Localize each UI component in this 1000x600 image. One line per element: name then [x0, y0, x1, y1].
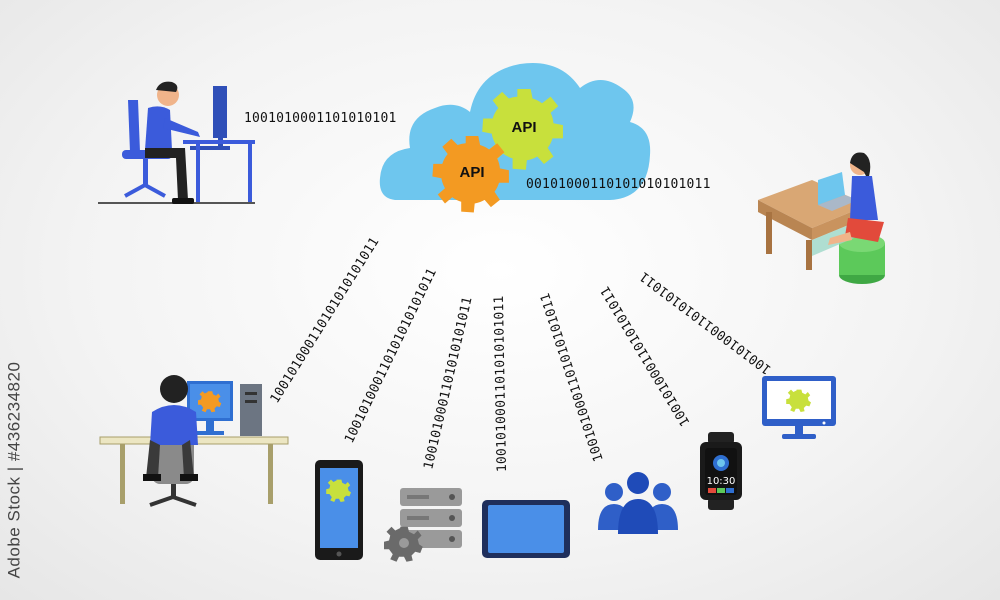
gear-right-label: API — [511, 119, 536, 136]
tablet-device — [482, 500, 570, 558]
desktop-monitor-device — [762, 376, 836, 439]
binary-ray-2: 100101000110101010101011 — [342, 266, 440, 446]
developer-workstation-figure — [99, 375, 289, 507]
binary-ray-4: 1001010001101010101011 — [492, 295, 510, 472]
woman-at-table-figure — [758, 152, 885, 284]
binary-ray-5: 1001010001101010101011 — [538, 291, 607, 464]
watermark-side-text: Adobe Stock | #436234820 — [4, 361, 23, 579]
server-rack-device — [384, 488, 462, 562]
user-group-icon — [598, 472, 678, 534]
binary-stream-top-right: 00101000110101010101011 — [526, 177, 711, 192]
binary-ray-1: 100101000110101010101011 — [268, 235, 383, 406]
gear-right — [482, 89, 563, 170]
binary-ray-7: 10010100011010101011 — [637, 268, 774, 377]
smartwatch-device: 10:30 — [700, 432, 742, 510]
watermark-side-text-container: Adobe Stock | #436234820 — [0, 350, 34, 590]
watch-time-text: 10:30 — [707, 476, 736, 487]
gear-left — [432, 136, 509, 213]
binary-stream-top-left: 1001010001101010101 — [244, 111, 397, 126]
smartphone-device — [315, 460, 363, 560]
man-at-desk-figure — [98, 81, 255, 204]
gear-left-label: API — [459, 164, 484, 181]
binary-ray-3: 1001010001101010101011 — [421, 295, 475, 470]
